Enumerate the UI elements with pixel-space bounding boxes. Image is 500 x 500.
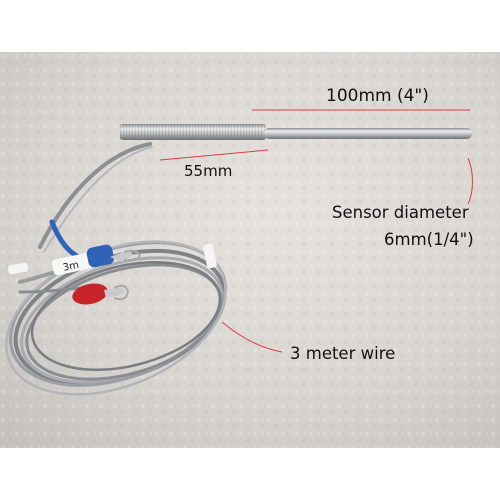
product-photo: 3m (0, 52, 500, 448)
probe-length-label: 100mm (4") (326, 86, 429, 106)
dimension-lines (159, 109, 473, 353)
red-spade-lug (72, 283, 129, 305)
probe-tube (264, 128, 472, 139)
sensor-diameter-value: 6mm(1/4") (384, 230, 474, 249)
cable-tie-left (7, 262, 29, 275)
blue-spade-lug (110, 249, 141, 262)
wire-tag: 3m (51, 244, 115, 276)
wire-tag-text: 3m (62, 260, 80, 274)
probe (120, 124, 472, 140)
cable-tie-right (203, 243, 217, 269)
thread-length-label: 55mm (184, 162, 233, 180)
wire-coil (5, 142, 227, 396)
sensor-diameter-label: Sensor diameter (332, 203, 469, 222)
wire-length-label: 3 meter wire (290, 344, 396, 363)
